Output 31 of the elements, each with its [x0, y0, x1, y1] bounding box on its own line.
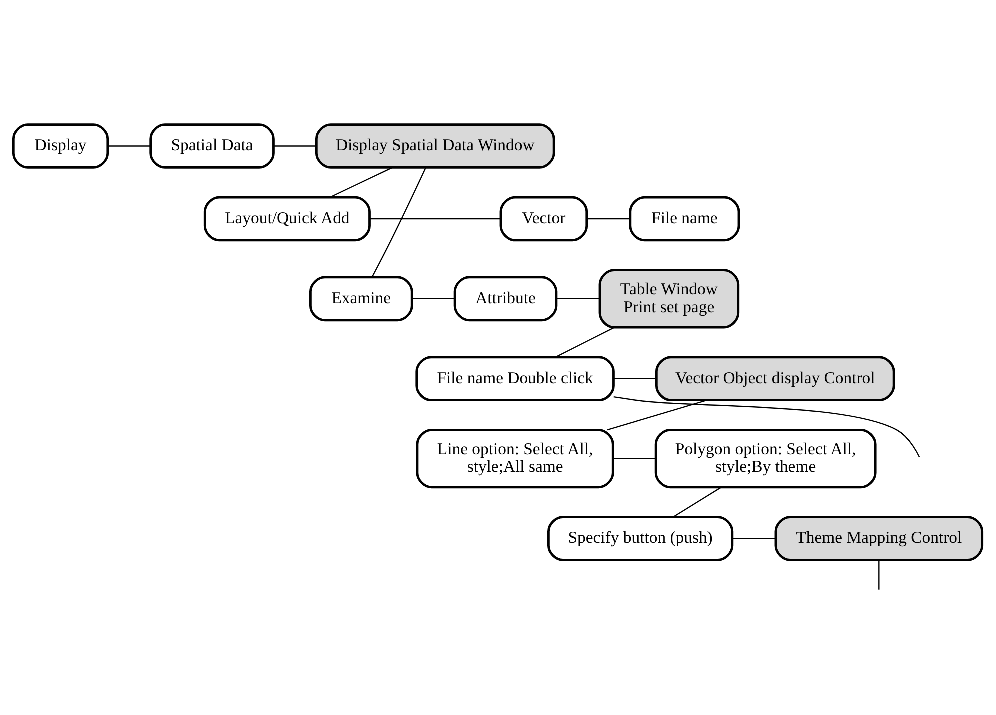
- node-box: File name Double click: [416, 356, 615, 402]
- connector: [614, 396, 920, 458]
- connector: [732, 538, 776, 539]
- node-box: Vector Object display Control: [655, 356, 896, 402]
- connector: [330, 166, 393, 198]
- node-box: Layout/Quick Add: [204, 196, 371, 242]
- node-box: Examine: [310, 276, 414, 322]
- connector: [412, 298, 455, 300]
- connector: [613, 458, 656, 459]
- node-box: Spatial Data: [150, 123, 275, 168]
- node-box: Theme Mapping Control: [774, 516, 984, 561]
- node-box: Line option: Select All, style;All same: [416, 428, 614, 488]
- connector: [556, 298, 600, 300]
- connector: [372, 167, 426, 277]
- connector: [370, 218, 501, 220]
- node-box: Vector: [500, 196, 588, 242]
- node-box: File name: [629, 196, 740, 242]
- connector: [878, 560, 880, 590]
- node-box: Specify button (push): [548, 516, 734, 561]
- connector: [556, 326, 615, 358]
- node-box: Polygon option: Select All, style;By theme: [654, 428, 877, 488]
- connector: [587, 218, 630, 220]
- node-box: Display: [12, 123, 110, 168]
- node-box: Table Window Print set page: [598, 268, 740, 328]
- connector: [108, 145, 151, 146]
- connector: [614, 378, 656, 379]
- connector: [274, 145, 317, 146]
- connector: [607, 399, 708, 430]
- node-box: Attribute: [454, 276, 558, 322]
- node-box: Display Spatial Data Window: [315, 123, 556, 168]
- connector: [673, 486, 722, 518]
